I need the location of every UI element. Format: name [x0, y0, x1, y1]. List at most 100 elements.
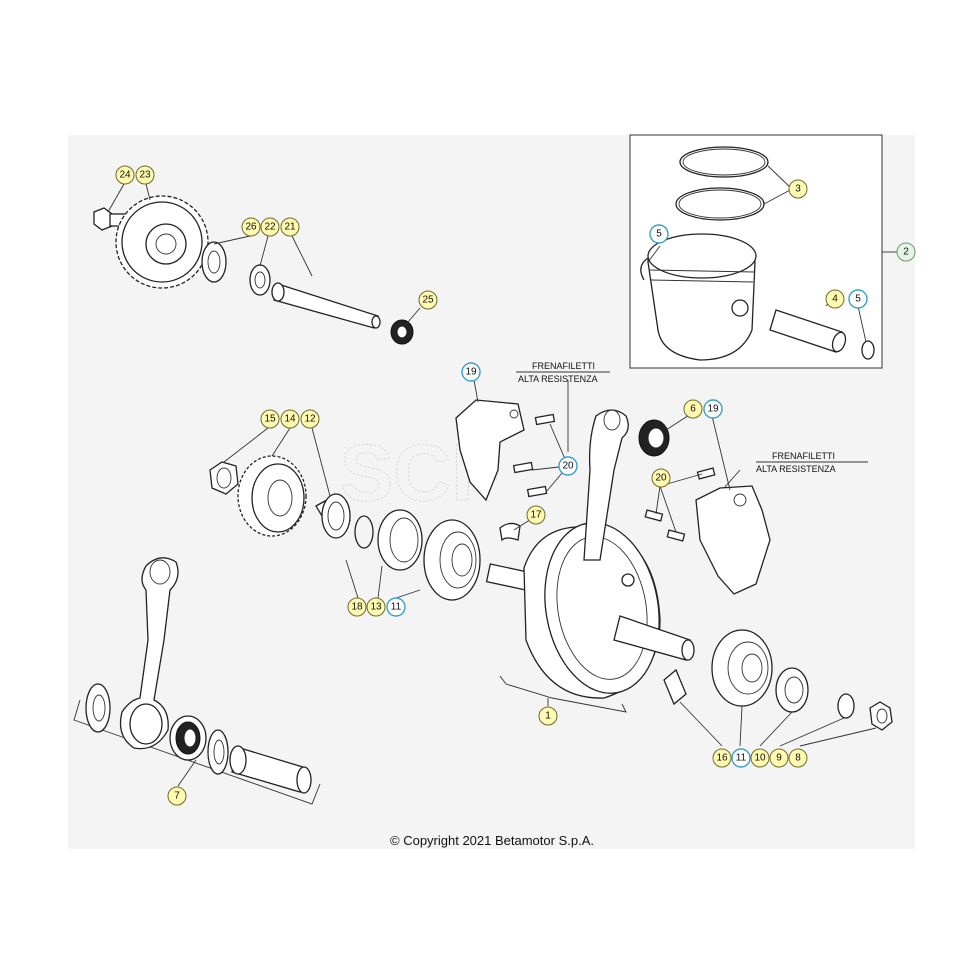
callout-25: 25: [418, 290, 438, 310]
crankshaft-bracket: [499, 675, 627, 713]
shaft-spacer: [249, 264, 271, 296]
svg-text:23: 23: [139, 170, 151, 181]
needle-bearing-small: [390, 319, 414, 345]
piston-kit-group: [629, 134, 898, 369]
connecting-rod-assembled: [583, 409, 629, 561]
callout-24: 24: [115, 165, 135, 185]
svg-text:11: 11: [736, 753, 747, 764]
woodruff-key: [499, 522, 521, 542]
svg-text:14: 14: [284, 414, 296, 425]
svg-text:3: 3: [795, 184, 801, 195]
piston-pin-boss: [731, 299, 749, 317]
connecting-rod: [119, 557, 179, 750]
oil-seal-right: [775, 667, 809, 713]
svg-text:17: 17: [530, 510, 542, 521]
callout-13: 13: [366, 597, 386, 617]
callout-12: 12: [300, 409, 320, 429]
svg-text:8: 8: [795, 753, 801, 764]
note-frenafiletti-2-line1: FRENAFILETTI: [772, 451, 835, 461]
callout-2: 2: [896, 242, 916, 262]
callout-14: 14: [280, 409, 300, 429]
piston-groove-1: [649, 269, 755, 273]
svg-text:2: 2: [903, 247, 909, 258]
gear-spacer: [315, 493, 351, 539]
callout-26: 26: [241, 217, 261, 237]
conrod-kit-bracket: [73, 699, 321, 805]
callout-4: 4: [825, 289, 845, 309]
crank-pin-key: [663, 668, 687, 706]
note-frenafiletti-1-line1: FRENAFILETTI: [532, 361, 595, 371]
svg-text:19: 19: [465, 367, 477, 378]
svg-text:5: 5: [855, 294, 861, 305]
svg-text:6: 6: [690, 404, 696, 415]
svg-text:15: 15: [264, 414, 276, 425]
callout-6: 6: [683, 399, 703, 419]
callout-19-left: 19: [461, 362, 481, 382]
piston-ring-1-inner: [682, 148, 766, 176]
svg-text:9: 9: [776, 753, 782, 764]
svg-text:25: 25: [422, 295, 434, 306]
callout-5-bottom: 5: [848, 289, 868, 309]
svg-text:18: 18: [351, 602, 363, 613]
callout-19-right: 19: [703, 399, 723, 419]
piston-ring-1: [679, 146, 769, 178]
svg-text:20: 20: [562, 461, 574, 472]
callout-1: 1: [538, 706, 558, 726]
bearing-retainer-left: [455, 399, 525, 502]
main-bearing-right: [711, 629, 773, 707]
note-frenafiletti-1-line2: ALTA RESISTENZA: [518, 374, 598, 384]
gear-nut: [209, 461, 239, 495]
circlip-right: [861, 340, 875, 360]
callout-18: 18: [347, 597, 367, 617]
circlip-left: [640, 257, 649, 281]
callout-21: 21: [280, 217, 300, 237]
crank-washer: [837, 693, 855, 719]
callout-11-right: 11: [731, 748, 751, 768]
callout-20-left: 20: [558, 456, 578, 476]
callout-22: 22: [260, 217, 280, 237]
piston-pin: [769, 309, 847, 353]
callout-8: 8: [788, 748, 808, 768]
callouts: 24 23 26 22 21 25 3 5 4 5 2 19 6 19 15 1…: [115, 165, 916, 806]
crank-pin: [229, 745, 312, 794]
piston-ring-2: [675, 187, 765, 221]
callout-5-top: 5: [649, 224, 669, 244]
svg-text:4: 4: [832, 294, 838, 305]
svg-text:11: 11: [391, 602, 402, 613]
callout-20-right: 20: [651, 468, 671, 488]
svg-text:24: 24: [119, 170, 131, 181]
callout-23: 23: [135, 165, 155, 185]
svg-text:7: 7: [174, 791, 180, 802]
svg-text:1: 1: [545, 711, 551, 722]
callout-11-left: 11: [386, 597, 406, 617]
primary-gear-group: [209, 427, 481, 601]
o-ring: [354, 515, 374, 549]
piston-crown: [647, 233, 757, 279]
thrust-washer-right: [207, 729, 229, 775]
shaft-bearing: [201, 241, 227, 283]
note-frenafiletti-2-line2: ALTA RESISTENZA: [756, 464, 836, 474]
main-bearing-left: [423, 519, 481, 601]
svg-text:26: 26: [245, 222, 257, 233]
piston-ring-2-inner: [678, 189, 762, 219]
crankshaft-group: [455, 371, 893, 747]
callout-15: 15: [260, 409, 280, 429]
kickstart-shaft-group: [93, 183, 421, 345]
conrod-kit-group: [73, 557, 321, 805]
svg-text:16: 16: [716, 753, 728, 764]
callout-17: 17: [526, 505, 546, 525]
piston-groove-2: [650, 279, 754, 283]
svg-text:20: 20: [655, 473, 667, 484]
svg-text:13: 13: [370, 602, 382, 613]
small-end-bearing: [638, 419, 670, 457]
big-end-bearing: [169, 715, 207, 761]
oil-seal-left: [377, 509, 423, 571]
kickstart-shaft: [271, 282, 381, 329]
svg-text:21: 21: [284, 222, 296, 233]
retainer-screws-right: [644, 467, 716, 542]
callout-7: 7: [167, 786, 187, 806]
callout-3: 3: [788, 179, 808, 199]
svg-text:22: 22: [264, 222, 276, 233]
callout-9: 9: [769, 748, 789, 768]
